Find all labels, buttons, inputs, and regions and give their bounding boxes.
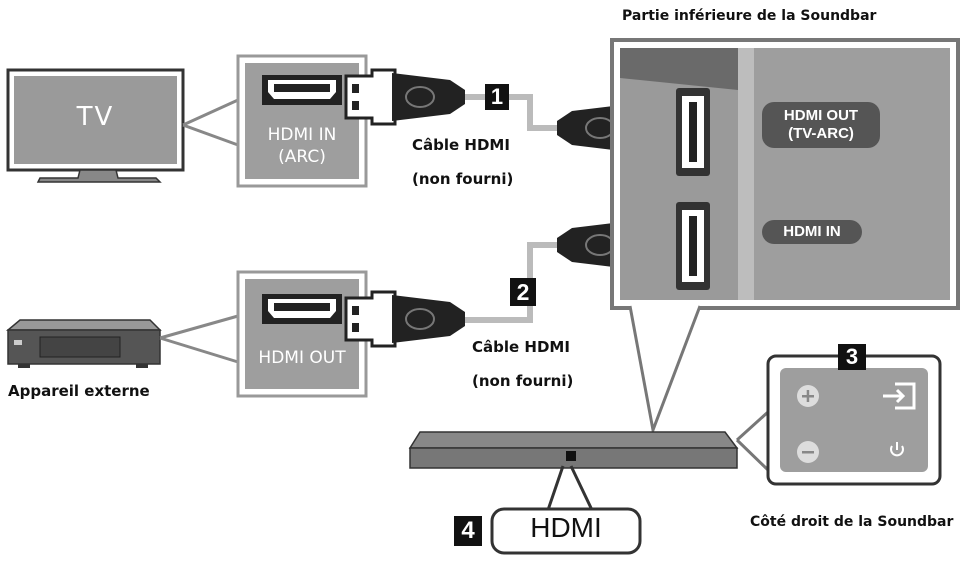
volume-up-icon (797, 385, 819, 407)
cable-1-label-line2: (non fourni) (412, 170, 514, 188)
device-label: Appareil externe (8, 382, 150, 400)
tv-port-label-line2: (ARC) (278, 147, 326, 167)
hdmi-in-label: HDMI IN (762, 220, 862, 244)
cable-1-label-line1: Câble HDMI (412, 136, 510, 154)
tv-icon (6, 68, 185, 183)
tv-callout-line (182, 98, 239, 147)
soundbar-bottom-panel (610, 38, 960, 310)
hdmi-out-line1: HDMI OUT (783, 107, 859, 124)
side-panel-number: 3 (838, 344, 866, 370)
display-number: 4 (454, 516, 482, 546)
cable-2-label-line1: Câble HDMI (472, 338, 570, 356)
display-callout (546, 465, 594, 511)
hdmi-out-line2: (TV-ARC) (788, 125, 854, 142)
tv-label: TV (76, 102, 115, 132)
device-callout-line (159, 314, 239, 364)
tv-port-label-line1: HDMI IN (267, 125, 337, 145)
volume-down-icon (797, 441, 819, 463)
device-port-label: HDMI OUT (258, 348, 346, 368)
soundbar-side-caption: Côté droit de la Soundbar (750, 514, 954, 530)
display-frame (490, 507, 642, 555)
cable-1-number: 1 (485, 84, 509, 110)
soundbar-side-callout (735, 410, 770, 472)
cable-2-label-line2: (non fourni) (472, 372, 574, 390)
soundbar-bottom-title: Partie inférieure de la Soundbar (622, 8, 877, 24)
hdmi-out-tv-arc-label: HDMI OUT (TV-ARC) (762, 102, 880, 148)
soundbar-bottom-callout (628, 305, 702, 436)
soundbar-side-panel (766, 354, 942, 486)
soundbar-icon (408, 431, 739, 469)
external-device-icon (5, 319, 162, 368)
power-icon (890, 442, 904, 457)
source-input-icon (883, 382, 916, 410)
cable-2-number: 2 (510, 278, 536, 306)
display-text: HDMI (530, 512, 602, 543)
